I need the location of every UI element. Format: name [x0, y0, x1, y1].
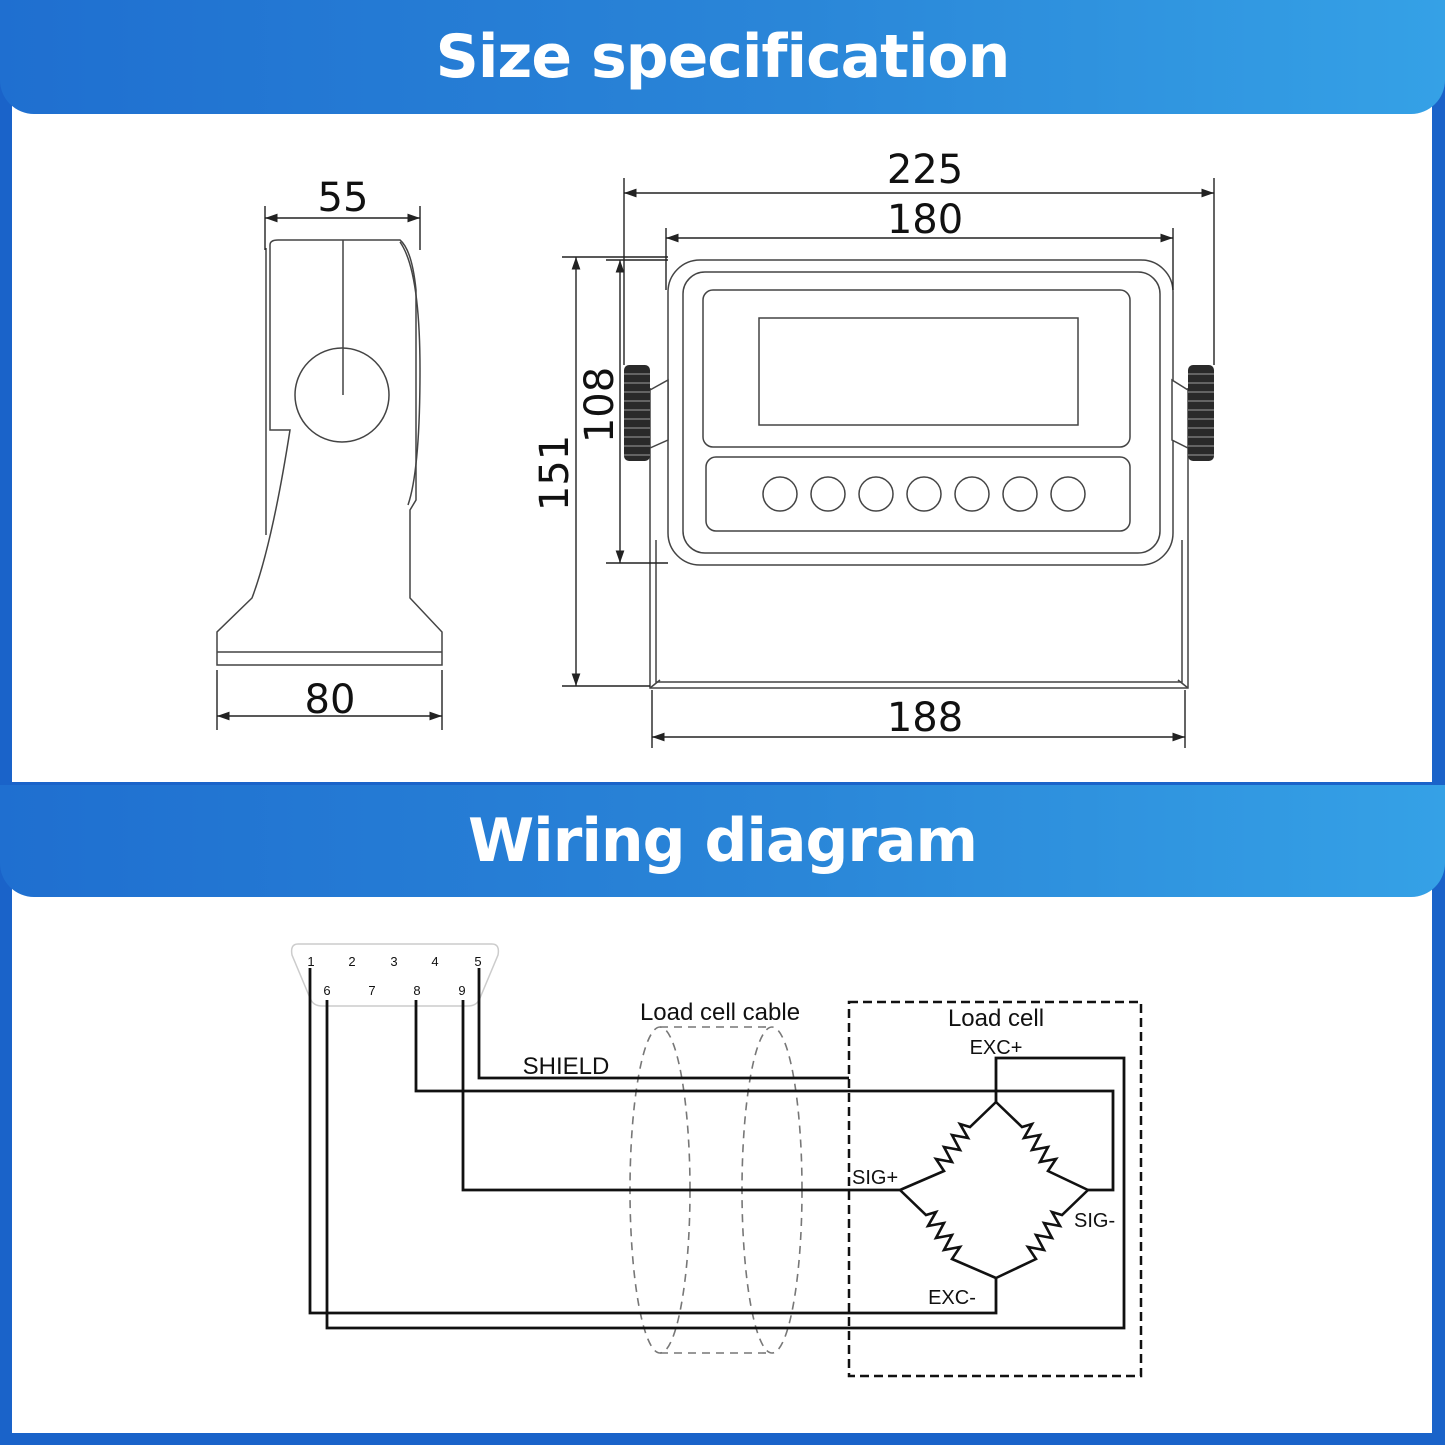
pin-9-label: 9 — [458, 983, 465, 998]
pin-7-label: 7 — [368, 983, 375, 998]
resistor-bottom-left — [899, 1189, 997, 1280]
pin-4-label: 4 — [431, 954, 438, 969]
front-view-drawing — [649, 259, 1189, 689]
side-dimensions — [216, 206, 443, 730]
resistor-bottom-right — [995, 1189, 1089, 1280]
connector-pin-labels: 1 2 3 4 5 6 7 8 9 — [307, 954, 481, 998]
side-view-drawing — [216, 239, 443, 666]
wire-pin-1 — [308, 968, 998, 1315]
dimension-stand-width-label: 188 — [887, 695, 963, 741]
resistor-top-right — [995, 1101, 1089, 1192]
sig-minus-label: SIG- — [1074, 1210, 1115, 1232]
wires — [308, 968, 1126, 1330]
size-specification-title: Size specification — [435, 22, 1011, 92]
front-dimensions — [562, 178, 1215, 748]
pin-2-label: 2 — [348, 954, 355, 969]
wheatstone-bridge — [899, 1101, 1089, 1280]
pin-1-label: 1 — [307, 954, 314, 969]
dimension-overall-height-label: 151 — [532, 435, 578, 511]
left-knob — [624, 365, 650, 461]
load-cell-label: Load cell — [948, 1005, 1044, 1032]
load-cell-box — [847, 1000, 1143, 1378]
wire-pin-5-shield — [477, 968, 849, 1080]
exc-plus-label: EXC+ — [970, 1037, 1023, 1059]
wire-pin-6 — [325, 1000, 1126, 1330]
wiring-diagram-banner: Wiring diagram — [0, 785, 1445, 897]
dimension-depth-label: 55 — [318, 175, 369, 221]
dimension-housing-width-label: 180 — [887, 197, 963, 243]
wiring-panel — [12, 845, 1432, 1433]
shield-label: SHIELD — [523, 1053, 610, 1080]
right-knob — [1188, 365, 1214, 461]
wiring-diagram-title: Wiring diagram — [467, 806, 978, 876]
keypad-buttons — [762, 476, 1086, 512]
wire-pin-9 — [461, 1000, 900, 1192]
pin-6-label: 6 — [323, 983, 330, 998]
pin-8-label: 8 — [413, 983, 420, 998]
sig-plus-label: SIG+ — [852, 1167, 898, 1189]
dimension-overall-width-label: 225 — [887, 147, 963, 193]
pin-5-label: 5 — [474, 954, 481, 969]
pin-3-label: 3 — [390, 954, 397, 969]
size-specification-banner: Size specification — [0, 0, 1445, 114]
resistor-top-left — [899, 1101, 997, 1192]
dimension-housing-height-label: 108 — [577, 367, 623, 443]
wire-pin-8 — [414, 1000, 1115, 1192]
load-cell-cable-label: Load cell cable — [640, 999, 800, 1026]
exc-minus-label: EXC- — [928, 1287, 976, 1309]
db9-connector — [290, 943, 500, 1007]
dimension-base-label: 80 — [305, 677, 356, 723]
